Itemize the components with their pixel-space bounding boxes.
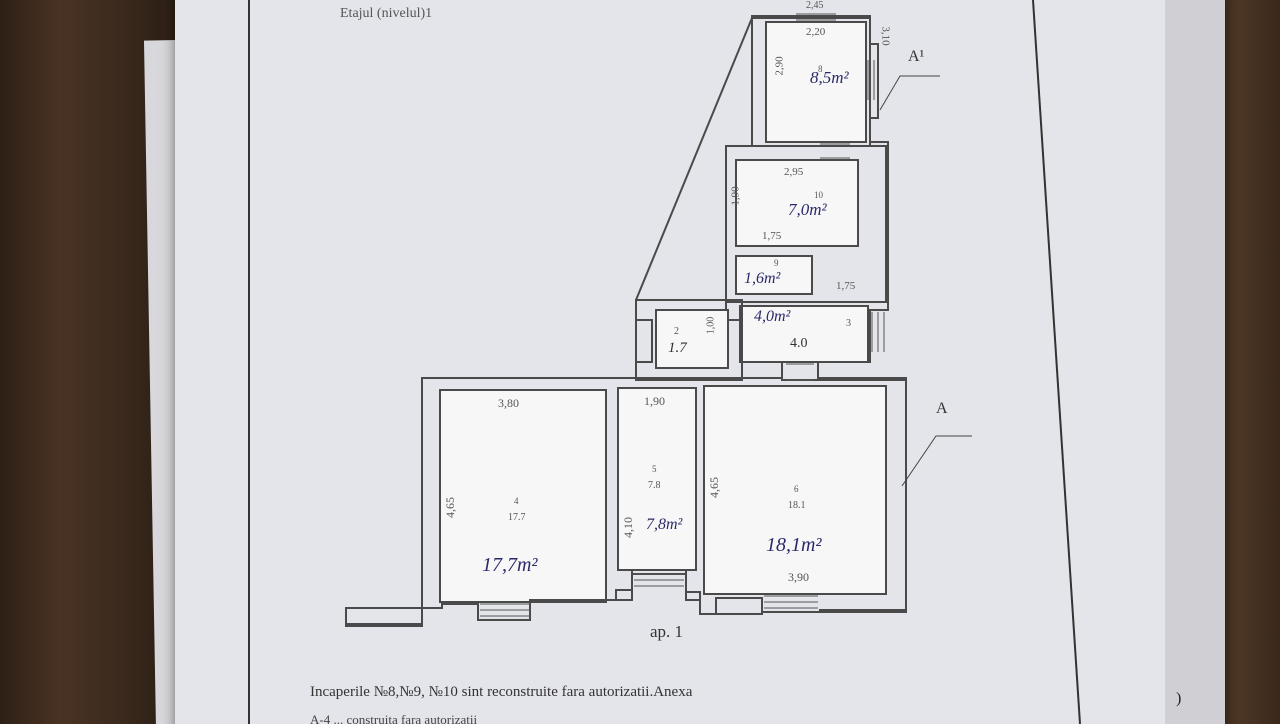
dim-r4-height: 4,65	[443, 497, 457, 518]
paper-stack-edge	[1165, 0, 1225, 724]
room-2-number: 2	[674, 326, 679, 337]
frame-line-right	[1032, 0, 1081, 724]
level-label: Etajul (nivelul)1	[340, 6, 433, 21]
room-8-number: 8	[818, 64, 823, 74]
room-5-number: 5	[652, 464, 657, 474]
wall-passage	[635, 299, 743, 381]
room-5-area: 7.8	[648, 480, 661, 491]
window-bottom-4	[480, 603, 530, 617]
room-8	[765, 21, 867, 143]
room-2-area: 1.7	[668, 340, 687, 356]
dim-r4-width: 3,80	[498, 396, 519, 410]
dim-r8-height: 2,90	[773, 56, 786, 76]
dim-r6-height: 4,65	[707, 477, 721, 498]
wall-annex-10	[725, 145, 887, 303]
label-a1: A¹	[908, 48, 925, 65]
dim-r5-height: 4,10	[621, 517, 635, 538]
window-bottom-5	[634, 573, 684, 587]
footnote: Incaperile №8,№9, №10 sint reconstruite …	[310, 684, 693, 700]
room-3-area: 4.0	[790, 336, 808, 351]
room-5-hand-area: 7,8m²	[646, 516, 683, 533]
dim-r5-width: 1,90	[644, 394, 665, 408]
label-a: A	[936, 400, 948, 417]
room-4-area: 17.7	[508, 512, 526, 523]
dim-r9-width: 1,75	[762, 230, 782, 242]
window-right-8	[867, 60, 875, 100]
room-6-area: 18.1	[788, 500, 806, 511]
dim-r8-width: 2,20	[806, 26, 826, 38]
dim-r10-width: 2,95	[784, 166, 804, 178]
room-3-hand-area: 4,0m²	[754, 308, 791, 325]
window-top-8	[796, 13, 836, 21]
dim-top-width: 2,45	[806, 0, 824, 11]
window-bottom-6	[764, 595, 818, 609]
room-5	[617, 387, 697, 571]
apartment-label: ap. 1	[650, 622, 684, 641]
room-4-hand-area: 17,7m²	[482, 554, 538, 576]
room-3-number: 3	[846, 318, 851, 329]
room-2	[655, 309, 729, 369]
room-10-hand-area: 7,0m²	[788, 200, 827, 219]
room-9	[735, 255, 813, 295]
wall-main-poly	[345, 361, 907, 627]
room-6-hand-area: 18,1m²	[766, 534, 822, 556]
room-10	[735, 159, 859, 247]
room-8-hand-area: 8,5m²	[810, 68, 849, 87]
dim-r6-width: 3,90	[788, 570, 809, 584]
window-right-3	[871, 312, 885, 352]
dim-r8-side: 3,10	[879, 26, 892, 46]
dim-r2-side: 1,00	[705, 316, 717, 335]
paren-mark: )	[1176, 690, 1182, 707]
room-4-number: 4	[514, 496, 519, 506]
room-6-number: 6	[794, 484, 799, 494]
room-9-number: 9	[774, 258, 779, 268]
door-3-6	[786, 363, 814, 381]
dim-r10-height: 1,90	[729, 186, 742, 206]
leader-a1	[879, 75, 940, 111]
door-10-8	[820, 143, 850, 159]
dim-r3-width: 1,75	[836, 280, 856, 292]
room-4	[439, 389, 607, 603]
footnote-cut: A-4 ... construita fara autorizatii	[310, 712, 478, 724]
room-9-hand-area: 1,6m²	[744, 270, 781, 287]
room-10-number: 10	[814, 190, 823, 200]
room-6	[703, 385, 887, 595]
leader-a	[901, 435, 972, 487]
